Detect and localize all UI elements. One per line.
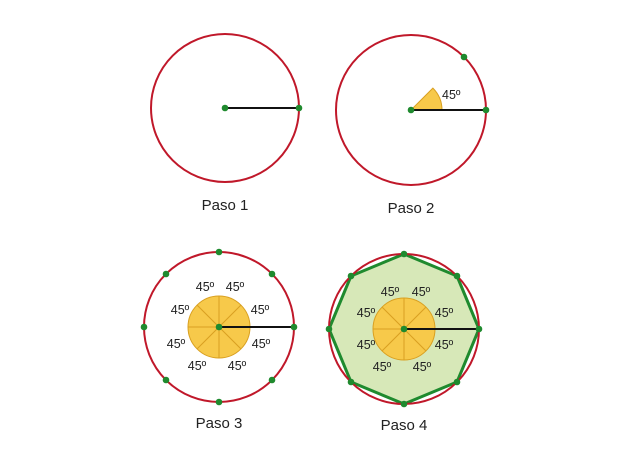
step-3-angle-label: 45º [226,280,245,294]
step-1-edge-point [295,104,303,112]
step-4-vertex-point [325,325,333,333]
step-2-panel: 45º Paso 2 [335,34,490,217]
step-3-vertex-point [268,270,276,278]
step-1-center-point [221,104,229,112]
step-4-vertex-point [347,272,355,280]
step-3-angle-label: 45º [196,280,215,294]
step-3-angle-label: 45º [167,337,186,351]
step-4-vertex-point [453,272,461,280]
step-4-vertex-point [475,325,483,333]
step-2-angle-label: 45º [442,88,461,102]
step-4-angle-label: 45º [435,338,454,352]
step-2-edge-point [482,106,490,114]
step-4-vertex-point [400,250,408,258]
step-3-vertex-point [215,248,223,256]
step-3-vertex-point [290,323,298,331]
step-2-label: Paso 2 [388,200,435,217]
step-3-vertex-point [162,376,170,384]
step-4-angle-label: 45º [413,360,432,374]
step-3-angle-label: 45º [228,359,247,373]
step-4-angle-label: 45º [357,306,376,320]
step-4-panel: 45º 45º 45º 45º 45º 45º 45º 45º Paso 4 [325,250,483,434]
step-4-label: Paso 4 [381,417,428,434]
step-1-panel: Paso 1 [150,33,303,214]
step-2-center-point [407,106,415,114]
step-4-vertex-point [347,378,355,386]
step-4-angle-label: 45º [373,360,392,374]
step-3-angle-label: 45º [251,303,270,317]
step-4-angle-label: 45º [435,306,454,320]
step-3-vertex-point [140,323,148,331]
step-4-vertex-point [400,400,408,408]
step-3-label: Paso 3 [196,415,243,432]
step-4-angle-label: 45º [381,285,400,299]
step-1-label: Paso 1 [202,197,249,214]
step-4-vertex-point [453,378,461,386]
step-3-panel: 45º 45º 45º 45º 45º 45º 45º 45º Paso 3 [140,248,298,432]
step-3-vertex-point [162,270,170,278]
step-4-angle-label: 45º [412,285,431,299]
step-4-angle-label: 45º [357,338,376,352]
step-3-center-point [215,323,223,331]
step-4-center-point [400,325,408,333]
step-2-45deg-point [460,53,468,61]
step-3-angle-label: 45º [171,303,190,317]
step-2-angle-sector [409,87,443,111]
step-3-angle-label: 45º [252,337,271,351]
step-3-angle-label: 45º [188,359,207,373]
step-3-vertex-point [268,376,276,384]
step-3-vertex-point [215,398,223,406]
